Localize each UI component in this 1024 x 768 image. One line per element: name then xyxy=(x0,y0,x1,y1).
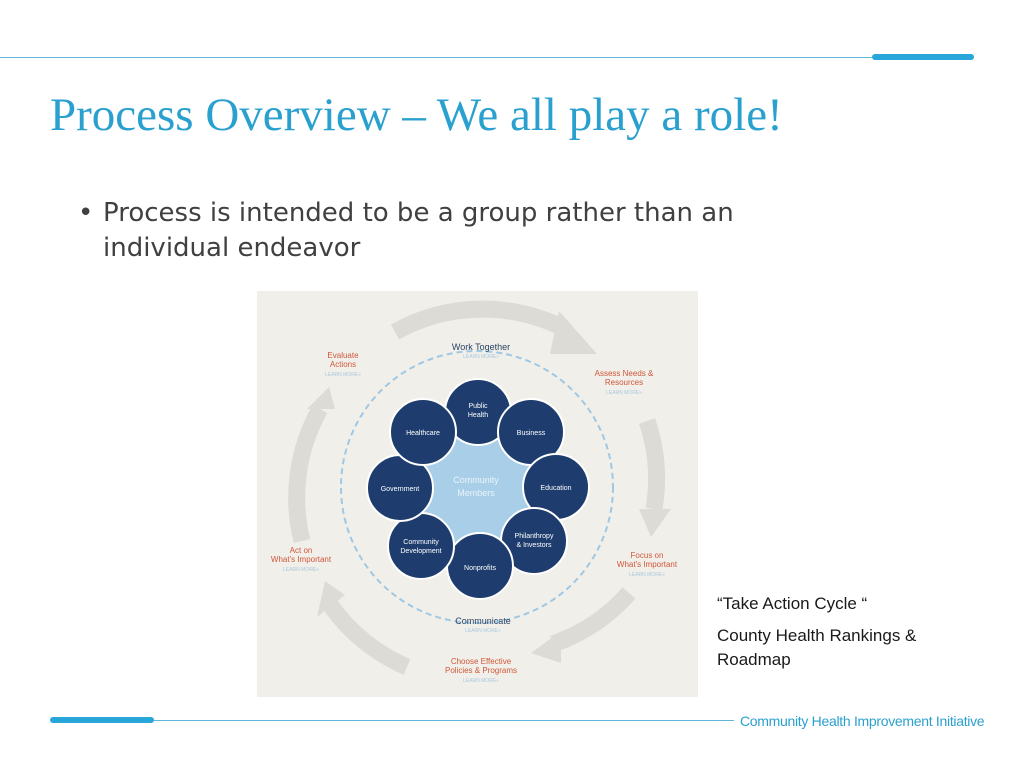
petal-healthcare: Healthcare xyxy=(389,398,457,466)
learn-more-link[interactable]: LEARN MORE» xyxy=(606,390,642,396)
top-rule-line xyxy=(0,57,872,58)
arrow-head-top xyxy=(550,311,597,354)
petal-nonprofits: Nonprofits xyxy=(446,532,514,600)
bullet-marker: • xyxy=(78,198,94,228)
learn-more-link[interactable]: LEARN MORE» xyxy=(463,354,499,360)
petal-label: Development xyxy=(400,548,441,555)
petal-circle xyxy=(387,512,455,580)
step-label: Act on xyxy=(290,546,313,555)
step-focus-on: Focus on What's Important LEARN MORE» xyxy=(617,551,678,578)
arrow-bottom-right-arc xyxy=(550,587,636,653)
petal-circle xyxy=(389,398,457,466)
petal-label: & Investors xyxy=(516,542,552,549)
caption-source: County Health Rankings & Roadmap xyxy=(717,626,917,669)
bullet-item: • Process is intended to be a group rath… xyxy=(78,196,868,266)
petal-label: Government xyxy=(381,486,420,493)
cycle-svg: Community Members Public Health Business… xyxy=(271,300,678,684)
step-evaluate: Evaluate Actions LEARN MORE» xyxy=(325,351,361,378)
bottom-rule-line xyxy=(154,720,734,721)
petal-label: Nonprofits xyxy=(464,565,496,572)
arrow-head-left-bottom xyxy=(317,581,345,617)
learn-more-link[interactable]: LEARN MORE» xyxy=(283,567,319,573)
arrow-head-right xyxy=(639,509,671,537)
step-act-on: Act on What's Important LEARN MORE» xyxy=(271,546,332,573)
petal-label: Health xyxy=(468,412,488,419)
petal-label: Philanthropy xyxy=(515,533,554,540)
step-assess-needs: Assess Needs & Resources LEARN MORE» xyxy=(595,369,654,396)
step-label: Focus on xyxy=(631,551,664,560)
step-choose-effective: Choose Effective Policies & Programs LEA… xyxy=(445,657,517,684)
take-action-cycle-diagram: Community Members Public Health Business… xyxy=(257,291,698,697)
step-label: Actions xyxy=(330,360,356,369)
cycle-arrows xyxy=(288,300,666,675)
arrow-left-arc xyxy=(288,404,328,544)
center-label-line2: Members xyxy=(457,488,495,498)
petal-label: Healthcare xyxy=(406,430,440,437)
step-label: Policies & Programs xyxy=(445,666,517,675)
arrow-head-left-top xyxy=(307,387,335,409)
caption-title: “Take Action Cycle “ xyxy=(717,594,868,613)
learn-more-link[interactable]: LEARN MORE» xyxy=(465,628,501,634)
petal-label: Business xyxy=(517,430,546,437)
learn-more-link[interactable]: LEARN MORE» xyxy=(629,572,665,578)
arrow-top-arc xyxy=(390,300,569,340)
learn-more-link[interactable]: LEARN MORE» xyxy=(463,678,499,684)
bullet-list: • Process is intended to be a group rath… xyxy=(78,196,868,266)
arrow-bottom-left-arc xyxy=(321,598,411,675)
center-label-line1: Community xyxy=(453,475,499,485)
slide-title: Process Overview – We all play a role! xyxy=(50,89,783,141)
step-label: Evaluate xyxy=(327,351,359,360)
work-together-label: Work Together xyxy=(452,342,510,352)
step-label: Resources xyxy=(605,378,643,387)
communicate-label: Communicate xyxy=(455,616,511,626)
petal-label: Education xyxy=(540,485,571,492)
petal-philanthropy: Philanthropy & Investors xyxy=(500,507,568,575)
petal-label: Public xyxy=(468,403,488,410)
arrow-heads xyxy=(307,311,671,663)
dashed-ring xyxy=(340,350,614,624)
learn-more-link[interactable]: LEARN MORE» xyxy=(325,372,361,378)
arrow-right-arc xyxy=(638,418,666,511)
arrow-head-bottom xyxy=(531,631,561,663)
bullet-text: Process is intended to be a group rather… xyxy=(103,198,734,263)
petal-label: Community xyxy=(403,539,439,546)
step-label: What's Important xyxy=(617,560,678,569)
step-label: What's Important xyxy=(271,555,332,564)
bottom-accent-bar xyxy=(50,717,154,723)
step-label: Choose Effective xyxy=(451,657,512,666)
figure-caption: “Take Action Cycle “ County Health Ranki… xyxy=(717,592,997,672)
petal-community-development: Community Development xyxy=(387,512,455,580)
footer-text: Community Health Improvement Initiative xyxy=(740,713,985,729)
step-label: Assess Needs & xyxy=(595,369,654,378)
top-accent-bar xyxy=(872,54,974,60)
